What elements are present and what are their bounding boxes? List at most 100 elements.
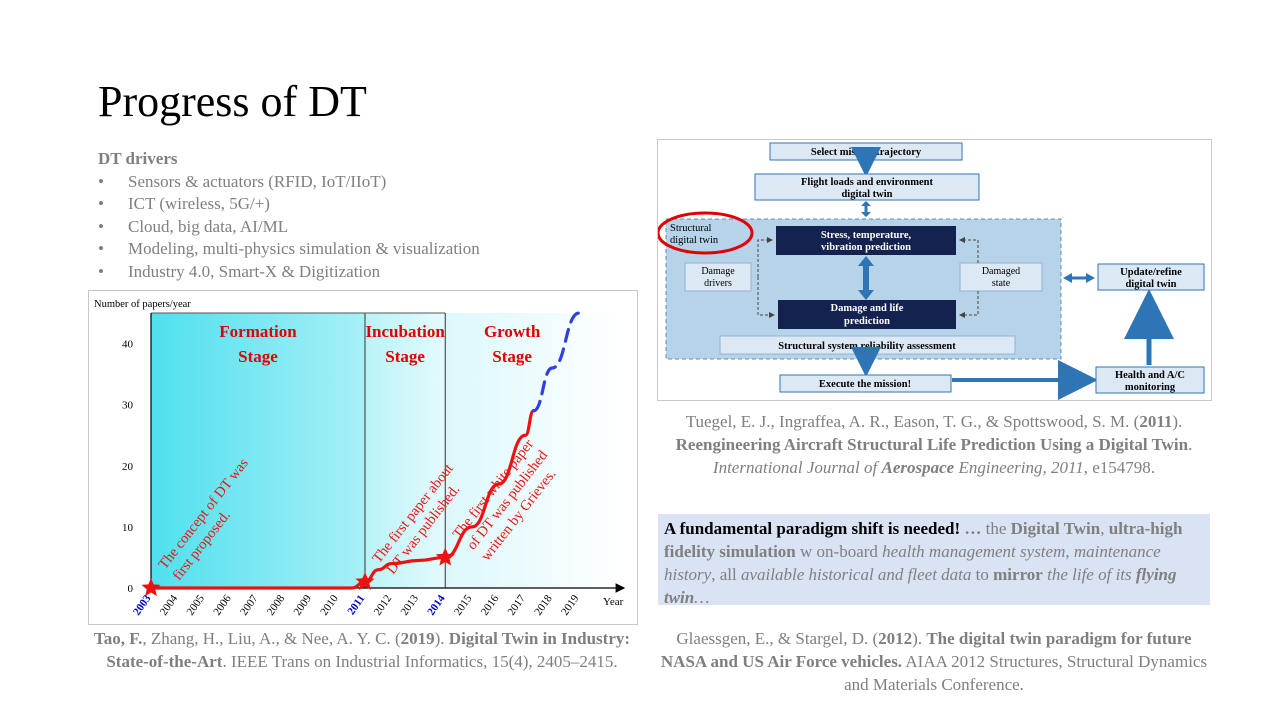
citation-authors: Glaessgen, E., & Stargel, D. ( [676, 629, 879, 648]
papers-trend-line [149, 409, 536, 590]
damaged-state-label: Damaged [982, 266, 1020, 277]
damage-drivers-label: drivers [704, 278, 732, 289]
dt-drivers-list: Sensors & actuators (RFID, IoT/IIoT) ICT… [98, 171, 618, 284]
citation-title: Reengineering Aircraft Structural Life P… [675, 435, 1189, 454]
growth-stage-band [445, 313, 624, 588]
citation-rest: , e154798. [1083, 458, 1156, 477]
dt-drivers: DT drivers Sensors & actuators (RFID, Io… [98, 148, 618, 283]
x-tick-label: 2011 [345, 593, 367, 617]
citation-tao: Tao, F., Zhang, H., Liu, A., & Nee, A. Y… [92, 627, 632, 673]
citation-punct: ). [912, 629, 927, 648]
stress-prediction-label: Stress, temperature, [821, 230, 912, 241]
milestone-star [435, 547, 455, 566]
diagram-svg: Select mission trajectory Flight loads a… [658, 142, 1205, 400]
citation-journal: Engineering [954, 458, 1043, 477]
x-tick-label: 2010 [318, 592, 341, 617]
citation-title: The digital twin paradigm for future NAS… [660, 629, 1192, 671]
stage-label: Incubation [365, 322, 445, 341]
execute-mission-label: Execute the mission! [819, 379, 911, 390]
callout-text: w on-board [795, 542, 883, 561]
driver-item: Modeling, multi-physics simulation & vis… [98, 238, 618, 261]
damaged-state-node [959, 262, 1043, 292]
flow-arrow-head [1063, 273, 1095, 283]
dt-drivers-heading: DT drivers [98, 149, 178, 168]
damage-life-node [778, 300, 956, 329]
reliability-label: Structural system reliability assessment [778, 341, 956, 352]
x-tick-label: 2008 [265, 592, 288, 617]
stage-label: Formation [219, 322, 297, 341]
callout-mh: maintenance history [664, 542, 1161, 584]
health-monitoring-label: Health and A/C [1115, 370, 1185, 381]
stage-label: Stage [492, 347, 532, 366]
callout-hm: health management system [882, 542, 1066, 561]
trend-projection-line [531, 311, 581, 413]
x-tick-label: 2019 [559, 592, 582, 617]
highlight-ellipse [658, 211, 754, 255]
driver-item: Cloud, big data, AI/ML [98, 216, 618, 239]
citation-venue: . IEEE Trans on Industrial Informatics, … [222, 652, 618, 671]
health-monitoring-node [1095, 366, 1205, 394]
flight-loads-label: Flight loads and environment [801, 177, 933, 188]
callout-ellipsis: … [960, 519, 982, 538]
x-tick-label: 2004 [158, 592, 181, 617]
x-tick-label: 2005 [185, 592, 208, 617]
y-tick-label: 20 [122, 461, 134, 473]
x-tick-label: 2007 [238, 592, 261, 617]
driver-item: Industry 4.0, Smart-X & Digitization [98, 261, 618, 284]
citation-year: 2012 [878, 629, 913, 648]
digital-twin-diagram: Select mission trajectory Flight loads a… [657, 139, 1212, 401]
stage-label: Stage [238, 347, 278, 366]
citation-journal: International Journal of [712, 458, 882, 477]
callout-dt: Digital Twin [1010, 519, 1101, 538]
citation-punct: ). [1172, 412, 1183, 431]
dashed-connector [959, 291, 979, 318]
driver-item: ICT (wireless, 5G/+) [98, 193, 618, 216]
citation-authors: , Zhang, H., Liu, A., & Nee, A. Y. C. ( [142, 629, 401, 648]
incubation-stage-band [365, 313, 446, 588]
x-tick-label: 2006 [211, 592, 234, 617]
citation-title: Digital Twin in Industry: State-of-the-A… [106, 629, 631, 671]
stress-prediction-label: vibration prediction [821, 242, 911, 253]
milestone-star [355, 571, 375, 590]
callout-text: , [1065, 542, 1074, 561]
callout-text: to [971, 565, 994, 584]
update-twin-node [1097, 263, 1205, 291]
y-tick-label: 10 [122, 522, 134, 534]
structural-twin-label: digital twin [670, 235, 719, 246]
y-tick-label: 0 [128, 583, 134, 595]
citation-author: Tao, F. [93, 629, 143, 648]
stage-label: Growth [484, 322, 541, 341]
damage-life-label: prediction [844, 316, 890, 327]
citation-journal-bold: Aerospace [881, 458, 955, 477]
x-tick-label: 2017 [506, 592, 529, 617]
citation-punct: ). [434, 629, 449, 648]
citation-tuegel: Tuegel, E. J., Ingraffea, A. R., Eason, … [660, 410, 1208, 479]
flow-arrow-head [861, 201, 871, 217]
citation-authors: Tuegel, E. J., Ingraffea, A. R., Eason, … [685, 412, 1140, 431]
x-tick-label: 2013 [399, 592, 422, 617]
callout-key: A fundamental paradigm shift is needed! [664, 519, 961, 538]
stress-prediction-node [776, 226, 956, 255]
slide-title: Progress of DT [98, 77, 367, 126]
callout-life: the life of its [1047, 565, 1136, 584]
callout-uhfs: ultra-high fidelity simulation [664, 519, 1183, 561]
citation-glaessgen: Glaessgen, E., & Stargel, D. (2012). The… [660, 627, 1208, 696]
x-tick-label: 2015 [452, 592, 475, 617]
driver-item: Sensors & actuators (RFID, IoT/IIoT) [98, 171, 618, 194]
callout-text: , all [711, 565, 741, 584]
flight-loads-node [754, 173, 980, 201]
chart-svg: Number of papers/year Year FormationStag… [94, 299, 626, 618]
paradigm-shift-callout: A fundamental paradigm shift is needed! … [658, 514, 1210, 607]
dashed-connector [757, 237, 773, 277]
x-tick-label: 2018 [532, 592, 555, 617]
update-twin-label: digital twin [1125, 279, 1176, 290]
citation-journal: , 2011 [1042, 458, 1084, 477]
select-mission-label: Select mission trajectory [811, 147, 922, 158]
damage-drivers-node [684, 262, 752, 292]
structural-twin-label: Structural [670, 223, 711, 234]
callout-end: … [694, 588, 710, 607]
health-monitoring-label: monitoring [1125, 382, 1176, 393]
damaged-state-label: state [992, 278, 1011, 289]
x-tick-label: 2009 [292, 592, 315, 617]
callout-text: , [1100, 519, 1109, 538]
